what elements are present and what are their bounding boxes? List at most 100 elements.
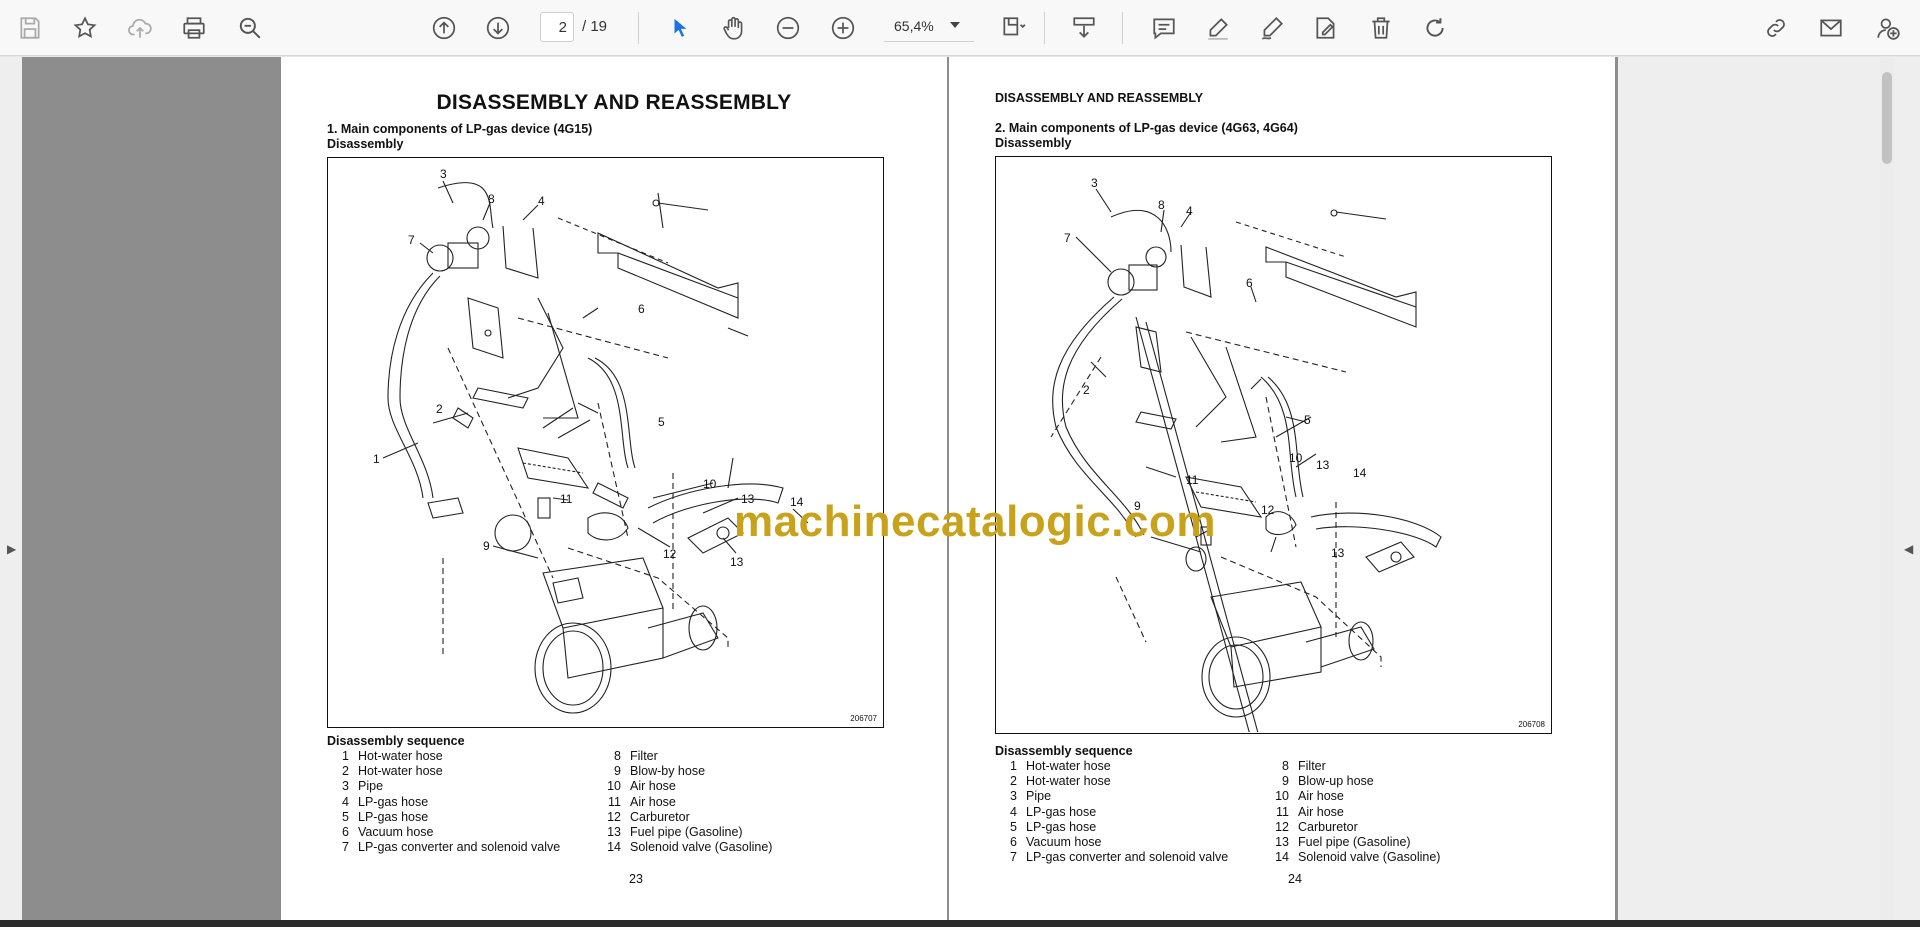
callout-2: 2 bbox=[436, 402, 443, 416]
page-title: DISASSEMBLY AND REASSEMBLY bbox=[436, 91, 792, 114]
callout-1: 1 bbox=[373, 452, 380, 466]
page-number: 23 bbox=[629, 872, 643, 886]
zoom-value: 65,4% bbox=[894, 18, 934, 34]
upload-cloud-icon[interactable] bbox=[122, 10, 158, 46]
figure-number: 206708 bbox=[1518, 720, 1545, 729]
right-panel-strip: ◀ bbox=[1618, 57, 1920, 920]
parts-diagram: 2 3 4 5 6 7 8 9 10 11 12 13 13 14 206708 bbox=[995, 156, 1552, 758]
save-icon[interactable] bbox=[12, 10, 48, 46]
next-page-icon[interactable] bbox=[480, 10, 516, 46]
callout-12: 12 bbox=[1261, 503, 1275, 517]
scroll-mode-icon[interactable] bbox=[1066, 10, 1102, 46]
callout-14: 14 bbox=[790, 495, 804, 509]
toolbar-separator bbox=[1044, 12, 1045, 44]
zoom-out-icon[interactable] bbox=[770, 10, 806, 46]
zoom-search-icon[interactable] bbox=[232, 10, 268, 46]
draw-icon[interactable] bbox=[1254, 10, 1290, 46]
fill-sign-icon[interactable] bbox=[1308, 10, 1344, 46]
callout-3: 3 bbox=[440, 167, 447, 181]
section-subtitle: Disassembly bbox=[995, 136, 1072, 150]
mail-icon[interactable] bbox=[1813, 10, 1849, 46]
toolbar: / 19 65,4% bbox=[0, 0, 1920, 56]
select-cursor-icon[interactable] bbox=[662, 10, 698, 46]
zoom-in-icon[interactable] bbox=[825, 10, 861, 46]
callout-10: 10 bbox=[703, 477, 717, 491]
callout-2: 2 bbox=[1083, 383, 1090, 397]
page-header: DISASSEMBLY AND REASSEMBLY bbox=[995, 91, 1204, 105]
page-number-input[interactable] bbox=[540, 12, 574, 42]
bookmark-star-icon[interactable] bbox=[67, 10, 103, 46]
callout-11: 11 bbox=[560, 492, 573, 506]
chevron-left-icon[interactable]: ◀ bbox=[1904, 542, 1914, 556]
delete-icon[interactable] bbox=[1363, 10, 1399, 46]
callout-4: 4 bbox=[1186, 204, 1193, 218]
callout-3: 3 bbox=[1091, 176, 1098, 190]
section-title: 1. Main components of LP-gas device (4G1… bbox=[327, 122, 593, 136]
zoom-select[interactable]: 65,4% bbox=[884, 12, 974, 42]
rotate-icon[interactable] bbox=[1417, 10, 1453, 46]
callout-6: 6 bbox=[638, 302, 645, 316]
scrollbar-thumb[interactable] bbox=[1882, 72, 1892, 164]
callout-13b: 13 bbox=[1331, 546, 1345, 560]
callout-13: 13 bbox=[741, 492, 755, 506]
toolbar-separator bbox=[1122, 12, 1123, 44]
callout-5: 5 bbox=[1304, 413, 1311, 427]
prev-page-icon[interactable] bbox=[426, 10, 462, 46]
section-title: 2. Main components of LP-gas device (4G6… bbox=[995, 121, 1298, 135]
add-user-icon[interactable] bbox=[1870, 10, 1906, 46]
page-number: 24 bbox=[1288, 872, 1302, 886]
document-viewport[interactable]: DISASSEMBLY AND REASSEMBLY 1. Main compo… bbox=[22, 57, 1618, 920]
bottom-taskbar-edge bbox=[0, 920, 1920, 927]
exploded-view-drawing: 2 3 4 5 6 7 8 9 10 11 12 13 13 14 bbox=[1050, 176, 1442, 758]
page-24: DISASSEMBLY AND REASSEMBLY 2. Main compo… bbox=[949, 57, 1615, 920]
callout-9: 9 bbox=[483, 539, 490, 553]
vertical-scrollbar[interactable] bbox=[1880, 57, 1894, 920]
page-fit-icon[interactable] bbox=[995, 10, 1031, 46]
share-link-icon[interactable] bbox=[1758, 10, 1794, 46]
left-panel-strip: ▶ bbox=[0, 57, 22, 920]
chevron-right-icon[interactable]: ▶ bbox=[7, 542, 17, 556]
section-subtitle: Disassembly bbox=[327, 137, 404, 151]
callout-8: 8 bbox=[1158, 198, 1165, 212]
toolbar-separator bbox=[638, 12, 639, 44]
watermark-text: machinecatalogic.com bbox=[734, 497, 1216, 546]
hand-tool-icon[interactable] bbox=[716, 10, 752, 46]
callout-12: 12 bbox=[663, 547, 677, 561]
callout-8: 8 bbox=[488, 192, 495, 206]
callout-6: 6 bbox=[1246, 276, 1253, 290]
comment-icon[interactable] bbox=[1146, 10, 1182, 46]
exploded-view-drawing: 1 2 3 4 5 6 7 8 9 10 11 12 13 13 14 bbox=[373, 167, 809, 714]
highlight-icon[interactable] bbox=[1200, 10, 1236, 46]
callout-13b: 13 bbox=[730, 555, 744, 569]
page-total: / 19 bbox=[582, 18, 608, 35]
callout-5: 5 bbox=[658, 415, 665, 429]
callout-11: 11 bbox=[1186, 473, 1199, 487]
chevron-down-icon[interactable] bbox=[950, 22, 960, 28]
callout-9: 9 bbox=[1134, 499, 1141, 513]
print-icon[interactable] bbox=[176, 10, 212, 46]
